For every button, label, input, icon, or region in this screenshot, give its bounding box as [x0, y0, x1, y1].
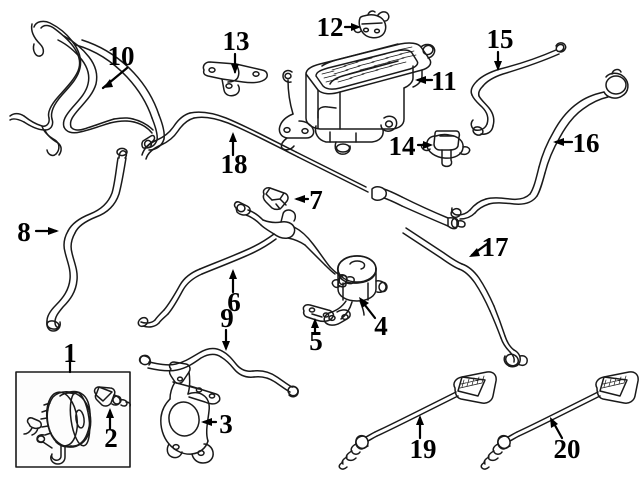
callout-12: 12	[317, 12, 344, 42]
callout-7: 7	[309, 185, 323, 215]
part-vapor-line	[450, 68, 629, 220]
part-oxygen-sensor-upstream	[338, 371, 497, 470]
part-purge-hose	[138, 347, 299, 398]
callout-5: 5	[309, 326, 323, 356]
callout-4: 4	[374, 311, 388, 341]
callout-11: 11	[431, 66, 457, 96]
callout-20: 20	[554, 434, 581, 464]
callout-18: 18	[221, 149, 248, 179]
part-vapor-canister	[278, 42, 436, 155]
callout-13: 13	[223, 26, 250, 56]
callout-17: 17	[482, 232, 509, 262]
callout-9: 9	[220, 303, 234, 333]
callout-3: 3	[219, 409, 233, 439]
part-mounting-bracket	[160, 361, 221, 464]
part-fuel-vapor-pipe	[141, 111, 466, 230]
callout-numbers: 1 2 3 4 5 6 7 8 9 10 11 12 13 14 15 16 1…	[17, 12, 599, 464]
part-vacuum-hose-branch	[137, 201, 355, 328]
part-oxygen-sensor-downstream	[480, 371, 639, 470]
part-dual-vapor-hose	[9, 20, 165, 157]
callout-leaders	[34, 23, 574, 440]
callout-10: 10	[108, 41, 135, 71]
part-boxed-canister	[23, 390, 92, 465]
part-canister-bracket	[202, 61, 268, 97]
part-hose-clip	[262, 187, 289, 211]
part-purge-valve	[93, 386, 131, 407]
callout-6: 6	[227, 287, 241, 317]
part-vent-line	[470, 42, 567, 136]
callout-1: 1	[63, 338, 77, 368]
part-egr-valve	[323, 255, 388, 326]
part-egr-valve-gasket	[302, 304, 335, 323]
callout-19: 19	[410, 434, 437, 464]
callout-15: 15	[487, 24, 514, 54]
part-vent-hose	[46, 147, 128, 332]
callout-2: 2	[104, 423, 118, 453]
callout-14: 14	[389, 131, 416, 161]
part-vapor-tube	[402, 227, 528, 368]
callout-16: 16	[573, 128, 600, 158]
callout-8: 8	[17, 217, 31, 247]
